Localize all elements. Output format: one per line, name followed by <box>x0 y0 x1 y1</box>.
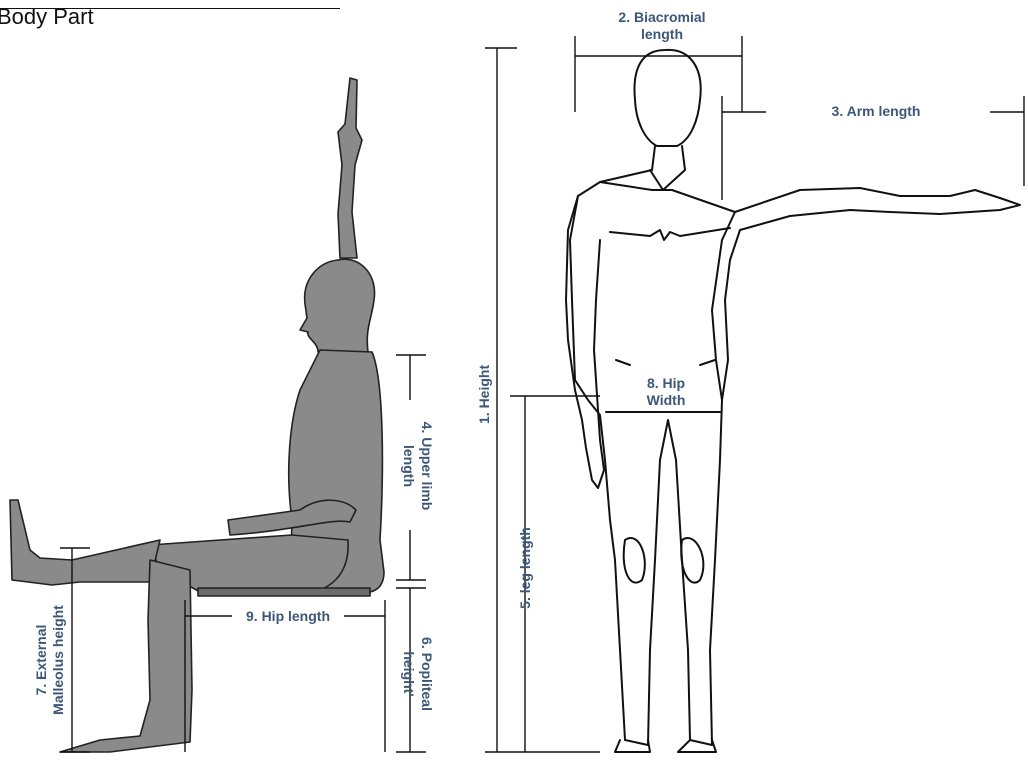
upper-limb-label-line2: length <box>401 445 417 487</box>
upper-limb-label-line1: 4. Upper limb <box>419 422 435 511</box>
hip-width-label-line2: Width <box>647 392 686 408</box>
popliteal-label-line1: 6. Popliteal <box>419 637 435 711</box>
popliteal-label-line2: height' <box>401 651 417 696</box>
hip-width-label-line1: 8. Hip <box>647 375 685 391</box>
biacromial-label-line2: length <box>641 26 683 42</box>
dimension-lines <box>60 36 1024 752</box>
malleolus-label-line1: 7. External <box>33 625 49 696</box>
arm-length-label: 3. Arm length <box>832 103 921 119</box>
hip-length-label: 9. Hip length <box>246 608 330 624</box>
leg-length-label: 5. leg length <box>517 527 533 609</box>
malleolus-label-line2: Malleolus height <box>50 605 66 715</box>
seated-figure-illustration <box>10 78 384 752</box>
biacromial-label-line1: 2. Biacromial <box>618 9 705 25</box>
height-label: 1. Height <box>476 365 492 424</box>
